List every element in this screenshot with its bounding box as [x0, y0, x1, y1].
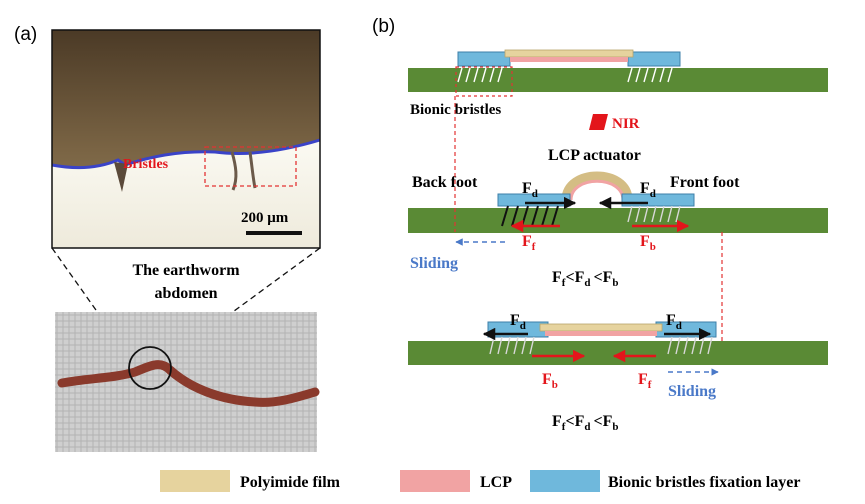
back-foot-label: Back foot: [412, 174, 478, 191]
sliding-label-front: Sliding: [668, 383, 716, 400]
back-bristles-3: [489, 336, 535, 355]
sliding-label-back: Sliding: [410, 255, 458, 272]
caption-line-1: The earthworm: [132, 262, 240, 279]
polyimide-film-3: [539, 323, 663, 332]
bionic-bristles-label: Bionic bristles: [410, 102, 501, 118]
legend-label-fixation: Bionic bristles fixation layer: [608, 474, 800, 491]
earthworm-photo: [55, 312, 320, 452]
scale-bar-label: 200 μm: [241, 210, 289, 226]
back-bristles-1: [457, 67, 503, 83]
lcp-layer-3: [545, 331, 657, 336]
stage-2-device: [408, 171, 828, 233]
fb-label-stage2: Fb: [640, 233, 656, 253]
legend-label-polyimide: Polyimide film: [240, 474, 341, 491]
front-foot-fixation-1: [627, 51, 681, 67]
nir-light-icon: [589, 114, 608, 130]
ff-label-stage3: Ff: [638, 371, 652, 391]
stage-3-device: [408, 321, 828, 365]
force-relation-1: Ff<Fd<Fb: [552, 269, 619, 289]
legend-swatch-lcp: [400, 470, 470, 492]
nir-label: NIR: [612, 116, 640, 132]
substrate-2: [408, 208, 828, 233]
microscope-image: [51, 29, 321, 249]
fd-label-back: Fd: [522, 180, 538, 200]
force-relation-2: Ff<Fd<Fb: [552, 413, 619, 433]
fd-label-front-3: Fd: [666, 312, 682, 332]
front-bristles-2: [627, 205, 681, 223]
legend-label-lcp: LCP: [480, 474, 512, 491]
bristles-highlight-box: [204, 146, 297, 187]
legend-swatch-fixation: [530, 470, 600, 492]
back-foot-fixation-1: [457, 51, 511, 67]
panel-a-label: (a): [14, 24, 37, 45]
front-bristles-1: [627, 67, 673, 83]
bristle-1: [114, 162, 128, 192]
fd-label-front: Fd: [640, 180, 656, 200]
lcp-actuator-label: LCP actuator: [548, 147, 641, 164]
legend: Polyimide film LCP Bionic bristles fixat…: [160, 470, 800, 492]
lcp-layer-1: [510, 57, 628, 62]
polyimide-film-1: [504, 49, 634, 58]
bristles-label: Bristles: [123, 157, 169, 172]
fd-label-back-3: Fd: [510, 312, 526, 332]
lcp-arch-inner: [569, 179, 625, 201]
substrate-3: [408, 341, 828, 365]
front-foot-label: Front foot: [670, 174, 740, 191]
zoom-circle: [128, 346, 172, 390]
substrate-1: [408, 68, 828, 92]
ff-label-stage2: Ff: [522, 233, 536, 253]
legend-swatch-polyimide: [160, 470, 230, 492]
stage-1-device: [408, 49, 828, 97]
panel-b-label: (b): [372, 16, 395, 37]
caption-line-2: abdomen: [154, 285, 217, 302]
fb-label-stage3: Fb: [542, 371, 558, 391]
lcp-actuator-arch: [561, 171, 633, 201]
bristle-2: [230, 151, 238, 191]
